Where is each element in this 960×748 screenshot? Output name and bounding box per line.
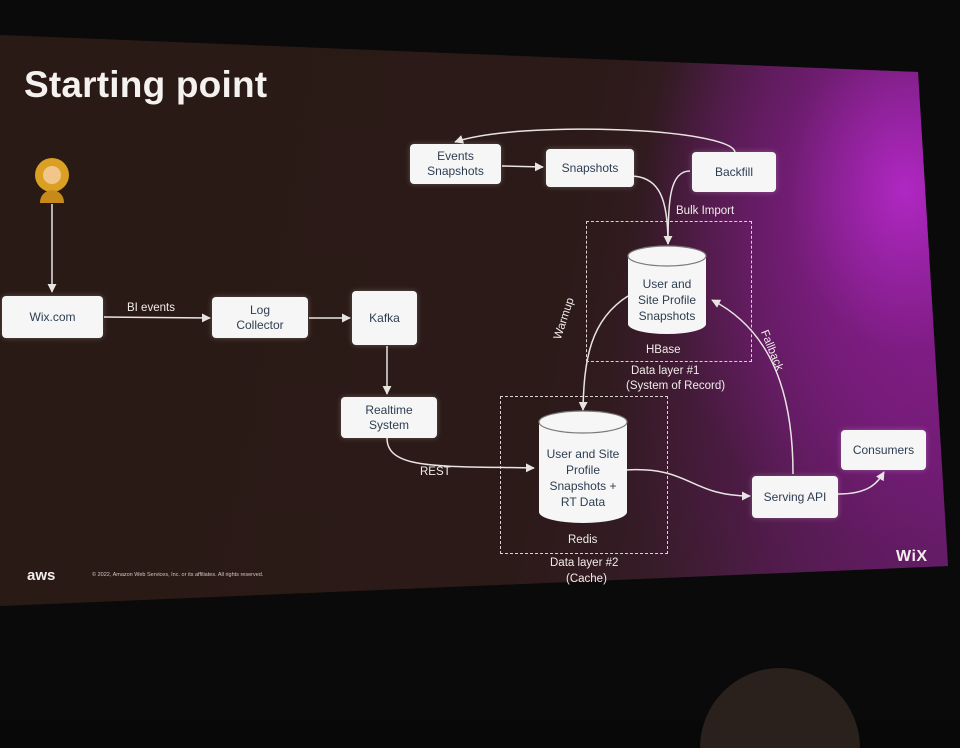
node-snapshots: Snapshots xyxy=(546,149,634,187)
edge-redis-to-serving xyxy=(625,468,751,501)
aws-logo: aws xyxy=(27,567,56,584)
hbase-layer-boundary xyxy=(586,221,752,362)
hbase-cylinder-label: User and Site Profile Snapshots xyxy=(637,277,697,323)
node-consumers: Consumers xyxy=(841,430,926,470)
edge-events-to-snapshots xyxy=(501,162,544,172)
redis-role-label: (Cache) xyxy=(566,573,607,585)
edge-label-bi-events: BI events xyxy=(127,302,175,314)
wix-logo: WiX xyxy=(896,548,928,565)
diagram-connectors xyxy=(35,128,885,523)
edge-fallback xyxy=(711,299,794,475)
edge-warmup xyxy=(578,295,629,411)
node-kafka: Kafka xyxy=(352,291,417,345)
edge-serving-to-consumers xyxy=(837,471,885,495)
redis-layer-boundary xyxy=(500,396,668,554)
node-log-collector: Log Collector xyxy=(212,297,308,338)
node-realtime-system: Realtime System xyxy=(341,397,437,438)
edge-backfill-to-hbase xyxy=(667,170,691,245)
edge-backfill-to-events xyxy=(454,128,736,153)
redis-cylinder-label: User and Site Profile Snapshots + RT Dat… xyxy=(546,447,620,509)
edge-label-rest: REST xyxy=(420,466,451,478)
slide-title: Starting point xyxy=(24,64,268,105)
hbase-role-label: (System of Record) xyxy=(626,380,726,392)
edge-label-bulk-import: Bulk Import xyxy=(676,205,735,217)
hbase-label: HBase xyxy=(646,344,681,356)
hbase-layer-label: Data layer #1 xyxy=(631,365,700,377)
edge-bi-events xyxy=(103,313,211,323)
node-backfill: Backfill xyxy=(692,152,776,192)
hbase-cylinder xyxy=(627,245,707,334)
node-events-snapshots: Events Snapshots xyxy=(410,144,501,184)
copyright-notice: © 2022, Amazon Web Services, Inc. or its… xyxy=(92,572,264,578)
node-serving-api: Serving API xyxy=(752,476,838,518)
redis-layer-label: Data layer #2 xyxy=(550,557,619,569)
person-icon xyxy=(35,158,69,203)
redis-label: Redis xyxy=(568,534,598,546)
node-wix-com: Wix.com xyxy=(2,296,103,338)
redis-cylinder xyxy=(538,410,628,523)
edge-rest xyxy=(386,437,535,473)
